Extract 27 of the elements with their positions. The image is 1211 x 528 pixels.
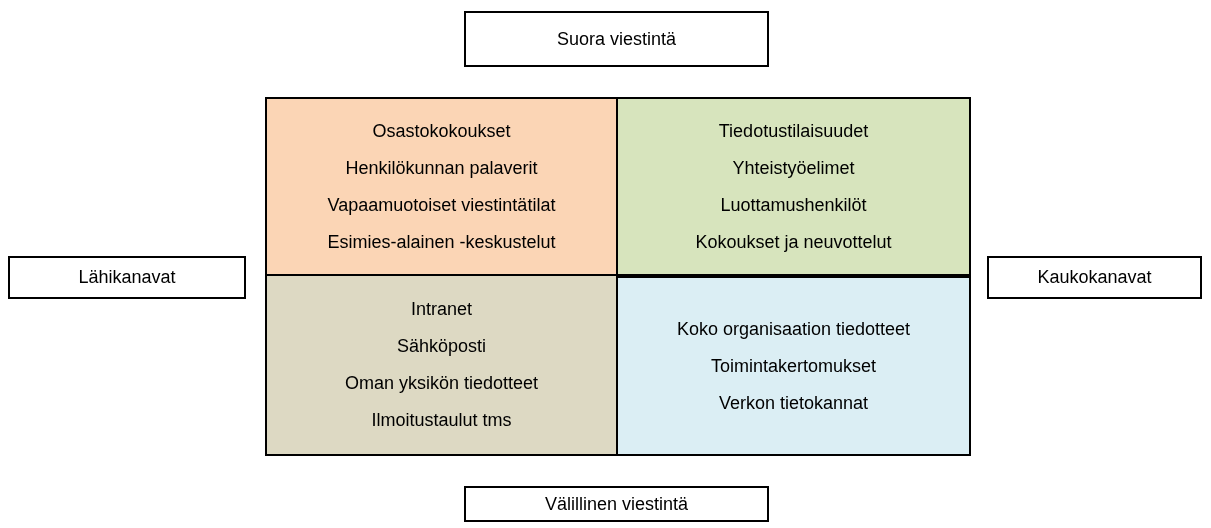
quadrant-panel (265, 274, 618, 456)
axis-label: Välillinen viestintä (544, 492, 689, 516)
channel-text: Kokoukset ja neuvottelut (695, 230, 892, 254)
channel-text: Intranet (410, 298, 472, 321)
axis-label: Lähikanavat (78, 266, 176, 289)
channel-text: Tiedotustilaisuudet (718, 119, 869, 143)
channel-text: Sähköposti (396, 335, 487, 358)
channel-text: Henkilökunnan palaverit (345, 156, 538, 180)
quadrant-panel (265, 97, 618, 276)
channel-text: Ilmoitustaulut tms (371, 409, 512, 432)
quadrant-panel (616, 276, 971, 456)
axis-label-box (987, 256, 1202, 299)
channel-text: Verkon tietokannat (718, 391, 869, 415)
quadrant-panel (616, 97, 971, 276)
channel-text: Vapaamuotoiset viestintätilat (327, 193, 556, 217)
channel-text: Oman yksikön tiedotteet (344, 372, 539, 395)
axis-label: Kaukokanavat (1037, 266, 1152, 289)
channel-text: Yhteistyöelimet (732, 156, 855, 180)
axis-label-box (464, 486, 769, 522)
channel-text: Esimies-alainen -keskustelut (327, 230, 556, 254)
channel-text: Luottamushenkilöt (720, 193, 867, 217)
channel-text: Osastokokoukset (372, 119, 511, 143)
channel-text: Toimintakertomukset (710, 354, 877, 378)
channel-text: Koko organisaation tiedotteet (676, 317, 911, 341)
axis-label: Suora viestintä (556, 27, 677, 51)
axis-label-box (8, 256, 246, 299)
axis-label-box (464, 11, 769, 67)
